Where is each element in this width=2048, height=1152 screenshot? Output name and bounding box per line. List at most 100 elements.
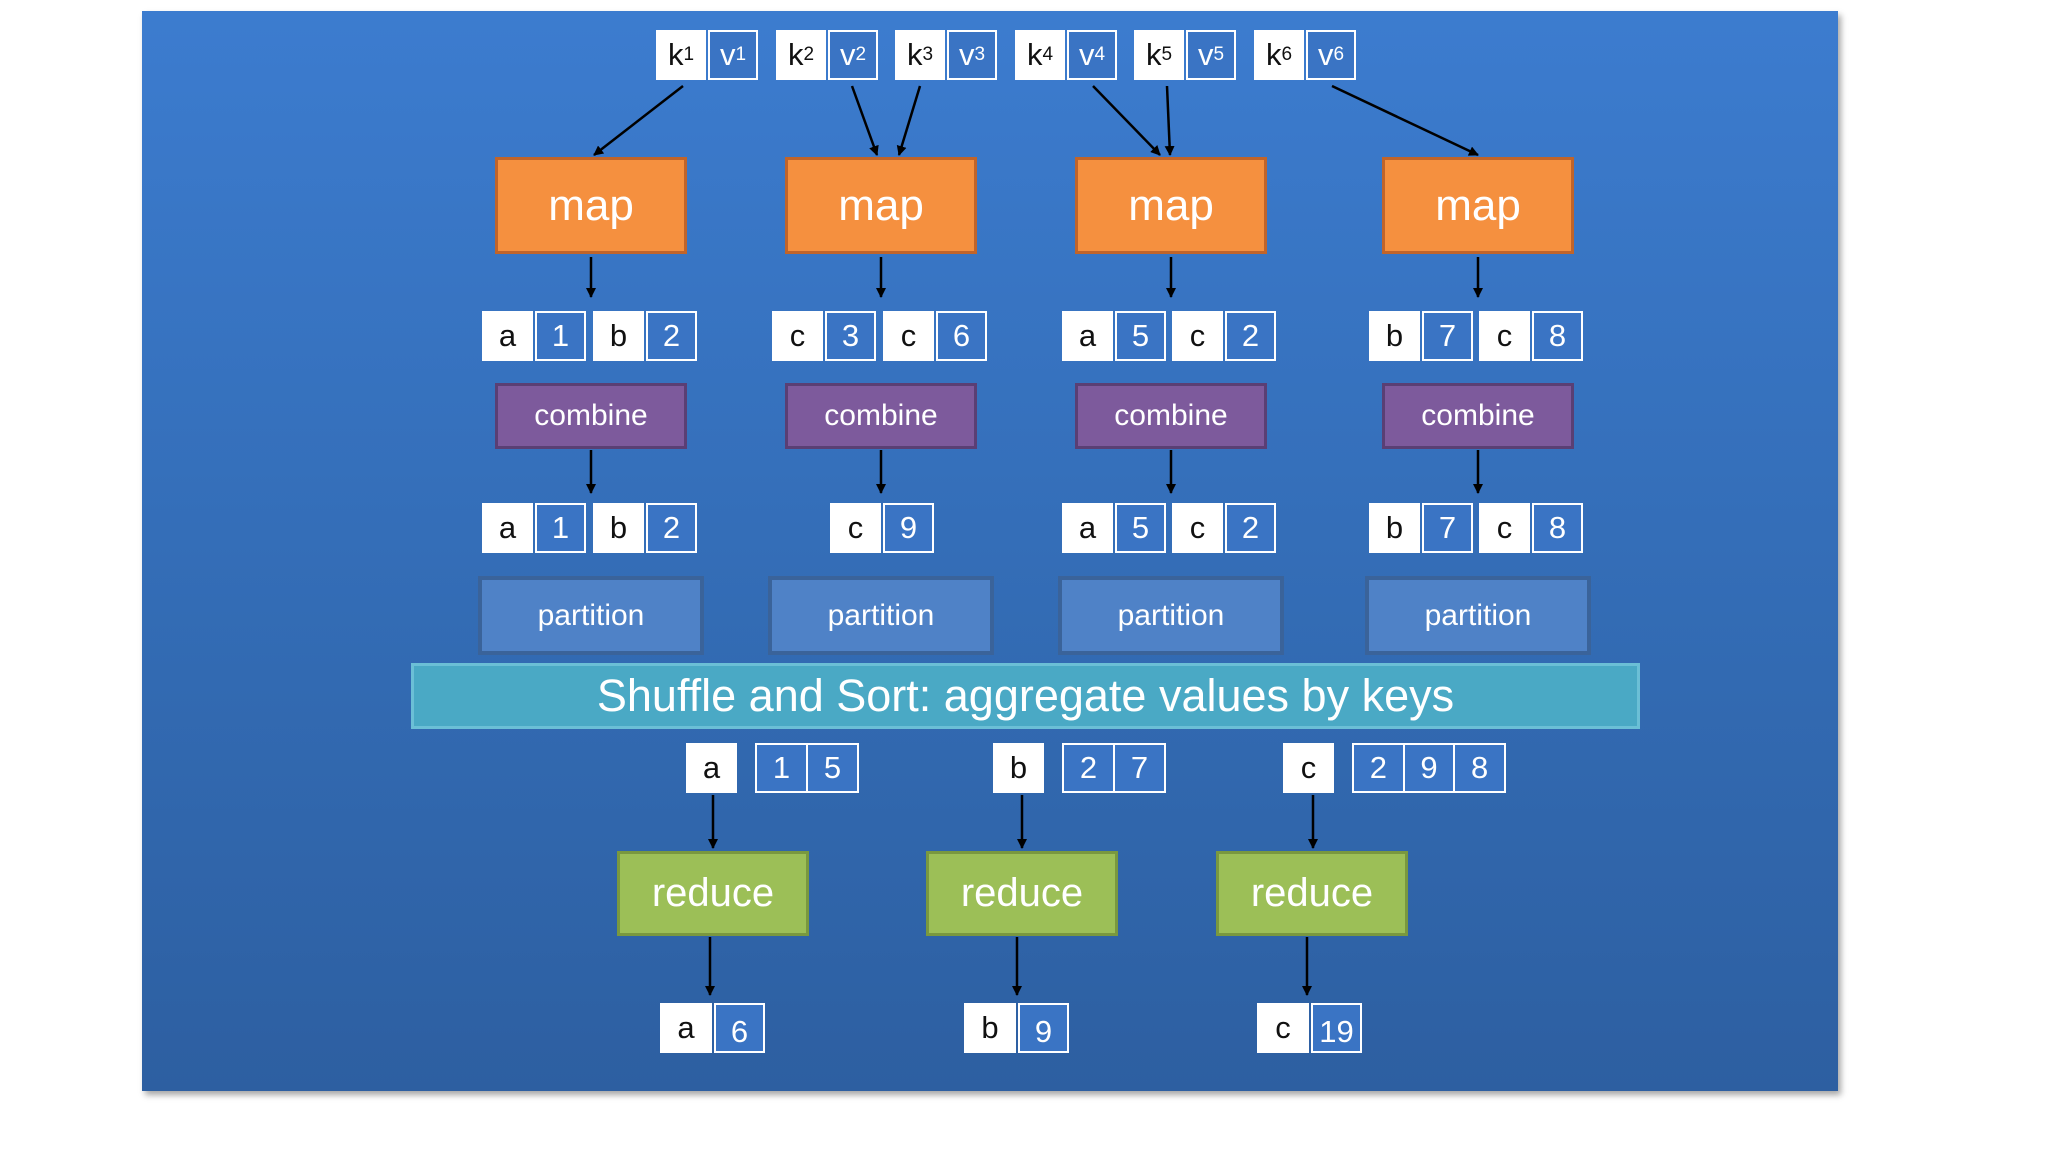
pair-key: c: [1172, 503, 1223, 553]
pair-value: 3: [825, 311, 876, 361]
pair-key: a: [1062, 311, 1113, 361]
combine-box-3: combine: [1075, 383, 1267, 449]
partition-box-4: partition: [1365, 576, 1591, 655]
pair-key: a: [482, 503, 533, 553]
pair-key: c: [772, 311, 823, 361]
map-box-2: map: [785, 157, 977, 254]
pair-value: 5: [1115, 503, 1166, 553]
group-value: 9: [1402, 745, 1454, 791]
pair-value: 9: [883, 503, 934, 553]
shuffled-group-b: b 2 7: [993, 743, 1166, 793]
pair-value: 1: [535, 311, 586, 361]
group-value: 2: [1369, 750, 1387, 785]
result-a: a 6: [660, 1003, 765, 1053]
result-value: 9: [1018, 1003, 1069, 1053]
partition-box-2: partition: [768, 576, 994, 655]
group-key: c: [1283, 743, 1334, 793]
group-value: 5: [806, 745, 857, 791]
pair-value: 5: [1115, 311, 1166, 361]
result-value: 19: [1311, 1003, 1362, 1053]
shuffled-group-c: c 2 9 8: [1283, 743, 1506, 793]
reduce-box-b: reduce: [926, 851, 1118, 936]
pair-value: 7: [1422, 311, 1473, 361]
pair-key: b: [1369, 311, 1420, 361]
pair-value: 8: [1532, 503, 1583, 553]
pair-key: c: [1479, 311, 1530, 361]
combine-output-2a: c 9: [830, 503, 934, 553]
map-output-4b: c 8: [1479, 311, 1583, 361]
pair-value: 1: [535, 503, 586, 553]
result-key: b: [964, 1003, 1016, 1053]
map-output-2b: c 6: [883, 311, 987, 361]
combine-output-3b: c 2: [1172, 503, 1276, 553]
map-output-1b: b 2: [593, 311, 697, 361]
pair-key: c: [1479, 503, 1530, 553]
result-b: b 9: [964, 1003, 1069, 1053]
combine-output-3a: a 5: [1062, 503, 1166, 553]
partition-box-1: partition: [478, 576, 704, 655]
partition-box-3: partition: [1058, 576, 1284, 655]
reduce-box-a: reduce: [617, 851, 809, 936]
pair-value: 2: [646, 311, 697, 361]
group-value: 8: [1453, 745, 1504, 791]
pair-key: c: [830, 503, 881, 553]
group-value: 2: [1079, 750, 1098, 785]
pair-key: a: [482, 311, 533, 361]
pair-key: b: [1369, 503, 1420, 553]
map-output-3b: c 2: [1172, 311, 1276, 361]
map-box-3: map: [1075, 157, 1267, 254]
shuffled-group-a: a 1 5: [686, 743, 859, 793]
map-output-4a: b 7: [1369, 311, 1473, 361]
group-value: 7: [1113, 745, 1164, 791]
group-values: 2 9 8: [1352, 743, 1506, 793]
combine-box-2: combine: [785, 383, 977, 449]
result-key: a: [660, 1003, 712, 1053]
result-value: 6: [714, 1003, 765, 1053]
pair-key: c: [883, 311, 934, 361]
result-key: c: [1257, 1003, 1309, 1053]
combine-output-4a: b 7: [1369, 503, 1473, 553]
group-values: 2 7: [1062, 743, 1166, 793]
pair-key: b: [593, 503, 644, 553]
pair-value: 7: [1422, 503, 1473, 553]
map-output-1a: a 1: [482, 311, 586, 361]
shuffle-and-sort-banner: Shuffle and Sort: aggregate values by ke…: [411, 663, 1640, 729]
pair-value: 8: [1532, 311, 1583, 361]
map-output-2a: c 3: [772, 311, 876, 361]
map-output-3a: a 5: [1062, 311, 1166, 361]
pair-key: b: [593, 311, 644, 361]
map-box-4: map: [1382, 157, 1574, 254]
pair-key: a: [1062, 503, 1113, 553]
group-value: 1: [772, 750, 791, 785]
pair-value: 2: [646, 503, 697, 553]
group-key: a: [686, 743, 737, 793]
group-key: b: [993, 743, 1044, 793]
group-values: 1 5: [755, 743, 859, 793]
pair-value: 6: [936, 311, 987, 361]
result-c: c 19: [1257, 1003, 1362, 1053]
reduce-box-c: reduce: [1216, 851, 1408, 936]
pair-key: c: [1172, 311, 1223, 361]
combine-box-1: combine: [495, 383, 687, 449]
combine-box-4: combine: [1382, 383, 1574, 449]
combine-output-1a: a 1: [482, 503, 586, 553]
pair-value: 2: [1225, 503, 1276, 553]
combine-output-4b: c 8: [1479, 503, 1583, 553]
combine-output-1b: b 2: [593, 503, 697, 553]
